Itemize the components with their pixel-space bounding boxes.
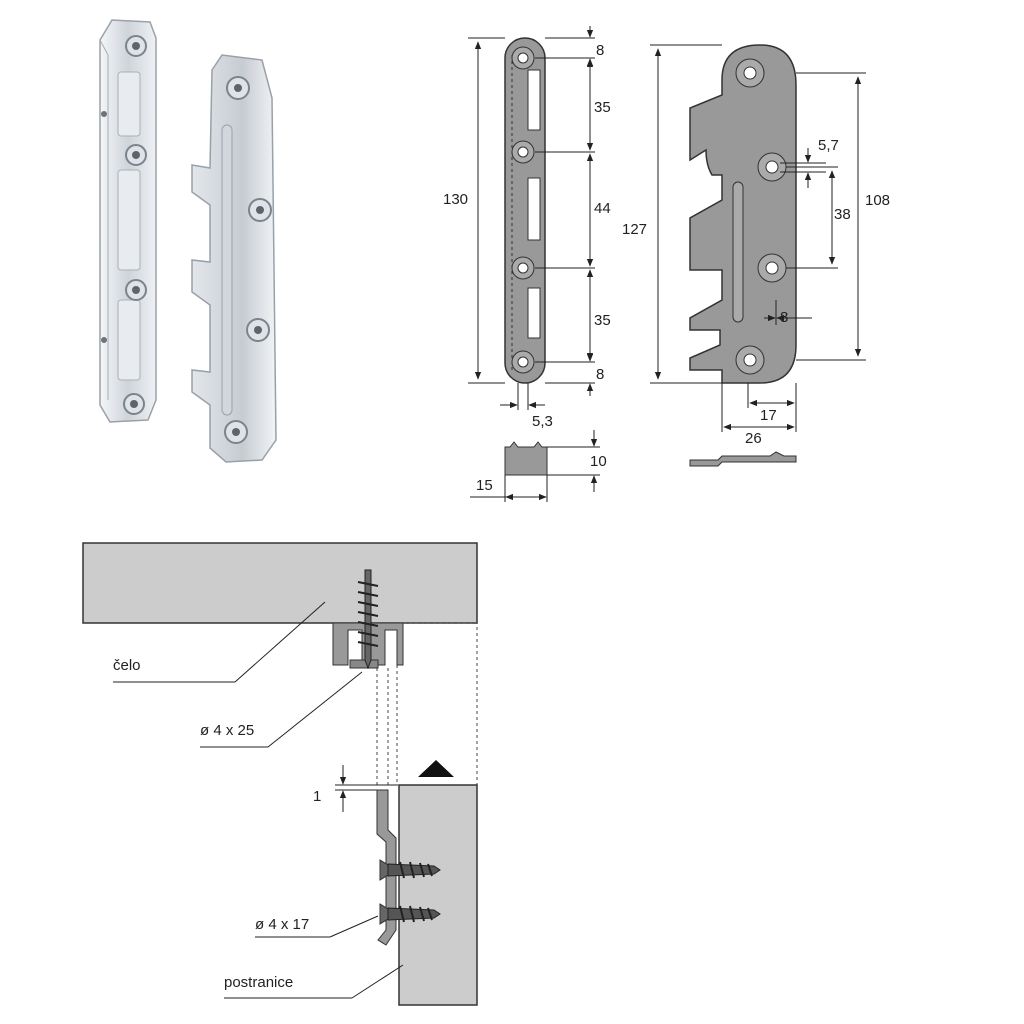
dim-hole-span-108: 108	[865, 192, 890, 209]
label-gap-1: 1	[313, 788, 321, 805]
plate-left-profile: 10 15	[470, 430, 607, 502]
screw-small-2	[387, 905, 441, 923]
hook-hole-4	[735, 345, 765, 375]
dim-bottom-end-8: 8	[596, 366, 604, 383]
photo-plate-with-hooks	[191, 54, 277, 463]
hook-hole-3	[757, 253, 787, 283]
label-screw-small: ø 4 x 17	[255, 916, 309, 933]
hook-hole-1	[735, 58, 765, 88]
dim-total-127: 127	[622, 221, 647, 238]
assembly-diagram: 1 čelo ø 4 x 25 ø 4 x 17 postranice	[82, 542, 478, 1006]
dim-width-26: 26	[745, 430, 762, 447]
dim-width-15: 15	[476, 477, 493, 494]
drawing-plate-left: 130 8 35 44 35 8 5,3 10	[443, 26, 611, 502]
plate-right-profile	[689, 451, 797, 467]
photo-plate-with-holes	[99, 19, 157, 423]
dim-offset-8: 8	[780, 309, 788, 326]
dim-spacing-35-b: 35	[594, 312, 611, 329]
dim-thickness-10: 10	[590, 453, 607, 470]
label-screw-large: ø 4 x 25	[200, 722, 254, 739]
dim-pitch-38: 38	[834, 206, 851, 223]
dim-hole-5-3: 5,3	[532, 413, 553, 430]
hole-1	[511, 46, 535, 70]
side-board	[398, 784, 478, 1006]
hole-2	[511, 140, 535, 164]
front-board	[82, 542, 478, 624]
label-side-board: postranice	[224, 974, 293, 991]
drawing-plate-right: 127 108 5,7 38 8 17 26	[622, 44, 890, 467]
dim-hole-5-7: 5,7	[818, 137, 839, 154]
screw-large	[357, 569, 379, 670]
screw-small-1	[387, 861, 441, 879]
dim-total-130: 130	[443, 191, 468, 208]
dim-spacing-35-a: 35	[594, 99, 611, 116]
hole-3	[511, 256, 535, 280]
label-front-board: čelo	[113, 657, 141, 674]
hook-hole-2	[757, 152, 787, 182]
dim-spacing-44: 44	[594, 200, 611, 217]
dim-inner-17: 17	[760, 407, 777, 424]
direction-marker	[418, 760, 454, 777]
dim-top-end-8: 8	[596, 42, 604, 59]
hole-4	[511, 350, 535, 374]
